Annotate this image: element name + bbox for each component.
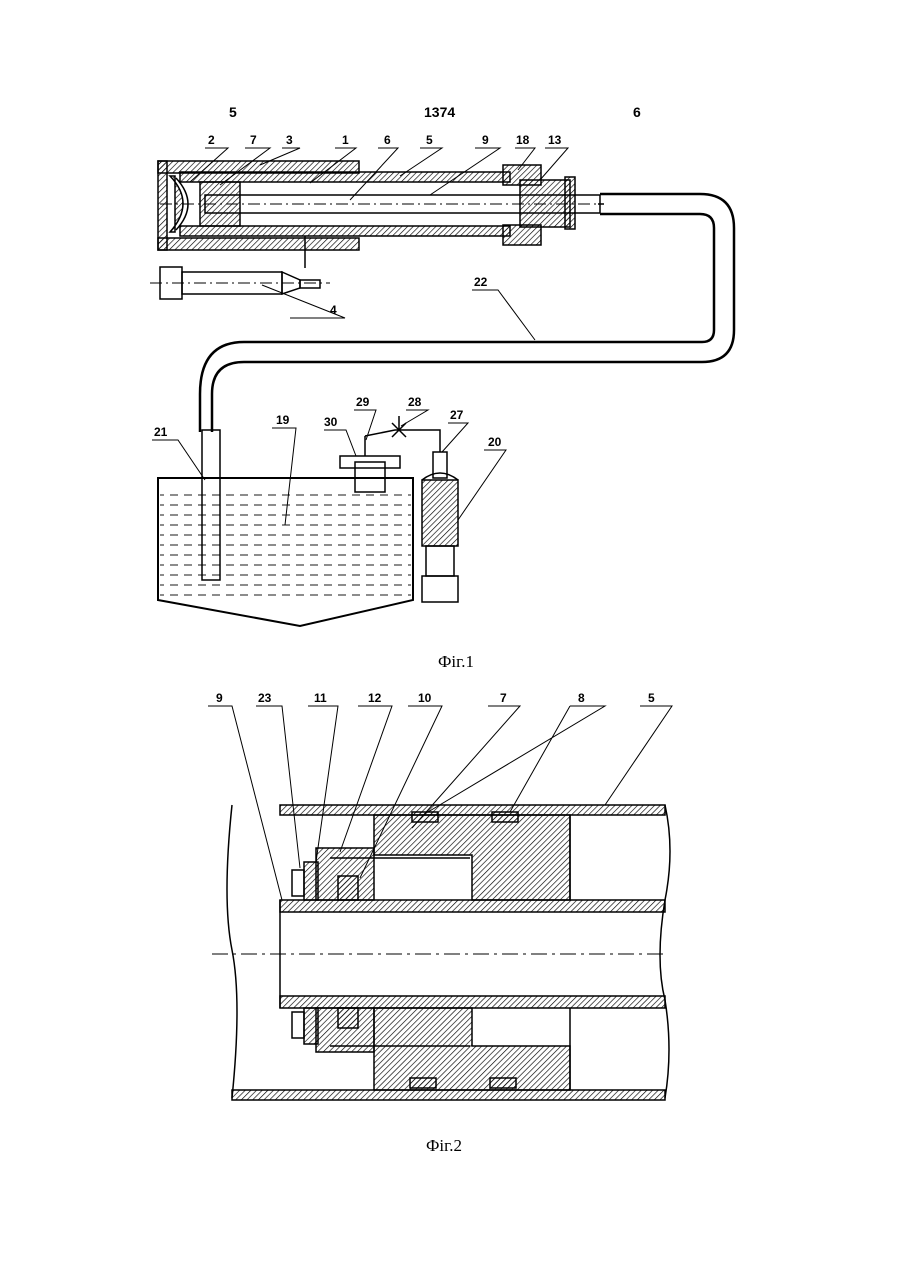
label-3: 3 [286, 133, 293, 147]
label-9: 9 [482, 133, 489, 147]
fig2-leaders [208, 706, 672, 900]
label-22: 22 [474, 275, 488, 289]
label-9: 9 [216, 691, 223, 705]
label-11: 11 [314, 691, 327, 705]
label-30: 30 [324, 415, 338, 429]
tank-19 [158, 478, 413, 626]
label-6: 6 [384, 133, 391, 147]
label-2: 2 [208, 133, 215, 147]
fitting-4 [150, 267, 330, 299]
label-8: 8 [578, 691, 585, 705]
fig2-drawing [212, 805, 670, 1100]
label-18: 18 [516, 133, 530, 147]
label-10: 10 [418, 691, 432, 705]
fig1-caption: Фіг.1 [438, 652, 474, 672]
label-5: 5 [426, 133, 433, 147]
cylinder-20 [422, 452, 458, 602]
label-29: 29 [356, 395, 370, 409]
fig2-caption: Фіг.2 [426, 1136, 462, 1156]
label-12: 12 [368, 691, 382, 705]
label-7: 7 [500, 691, 507, 705]
label-5: 5 [648, 691, 655, 705]
label-7: 7 [250, 133, 257, 147]
fig2-labels: 9 23 11 12 10 7 8 5 [216, 691, 655, 705]
fig1-drawing [150, 161, 734, 626]
label-1: 1 [342, 133, 349, 147]
piston-body-7 [374, 815, 570, 1090]
label-28: 28 [408, 395, 422, 409]
label-27: 27 [450, 408, 464, 422]
label-20: 20 [488, 435, 502, 449]
label-23: 23 [258, 691, 272, 705]
label-4: 4 [330, 303, 337, 317]
label-13: 13 [548, 133, 562, 147]
flange-18-13 [503, 165, 575, 245]
label-21: 21 [154, 425, 168, 439]
label-19: 19 [276, 413, 290, 427]
